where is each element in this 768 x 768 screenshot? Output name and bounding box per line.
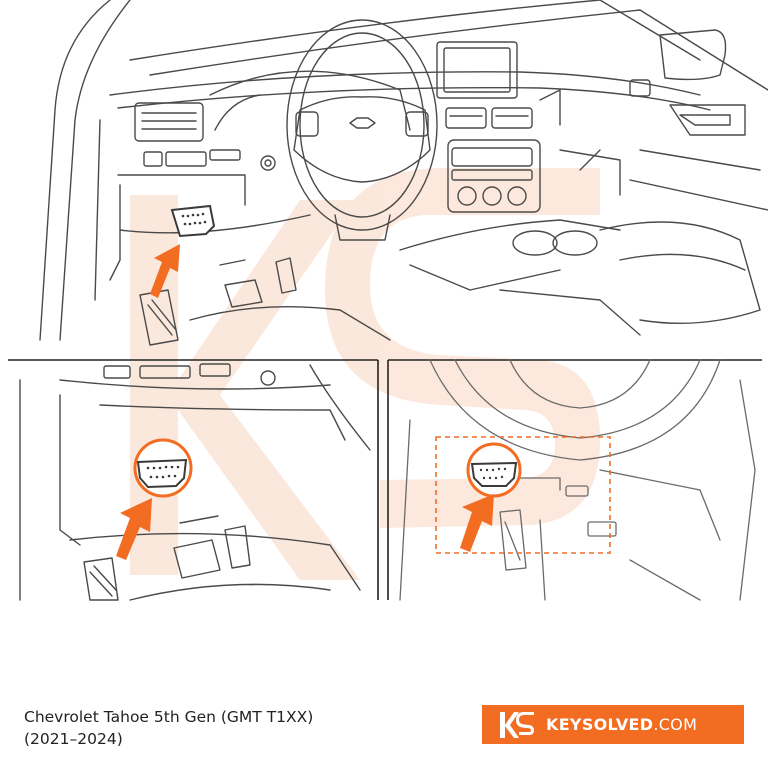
obd-port-icon xyxy=(136,458,188,489)
arrow-icon xyxy=(150,244,180,298)
vehicle-caption: Chevrolet Tahoe 5th Gen (GMT T1XX) (2021… xyxy=(24,706,313,750)
keysolved-brand-bar: KEYSOLVED.COM xyxy=(482,705,744,744)
arrow-icon xyxy=(460,494,494,552)
bottom-right-panel-detail xyxy=(399,359,756,601)
keysolved-wordmark: KEYSOLVED.COM xyxy=(546,705,697,744)
vehicle-model-title: Chevrolet Tahoe 5th Gen (GMT T1XX) xyxy=(24,708,314,726)
obd-port-icon xyxy=(170,204,216,238)
bottom-left-panel-detail xyxy=(19,363,371,601)
brand-domain: .COM xyxy=(653,715,698,734)
top-panel-interior xyxy=(39,0,768,346)
arrow-icon xyxy=(116,498,152,560)
ks-logo-icon xyxy=(500,712,534,738)
obd-port-icon xyxy=(470,461,518,487)
brand-name: KEYSOLVED xyxy=(546,715,654,734)
bottom-left-panel-frame xyxy=(8,359,379,600)
vehicle-year-range: (2021–2024) xyxy=(24,730,123,748)
dashed-highlight-box xyxy=(435,436,611,554)
